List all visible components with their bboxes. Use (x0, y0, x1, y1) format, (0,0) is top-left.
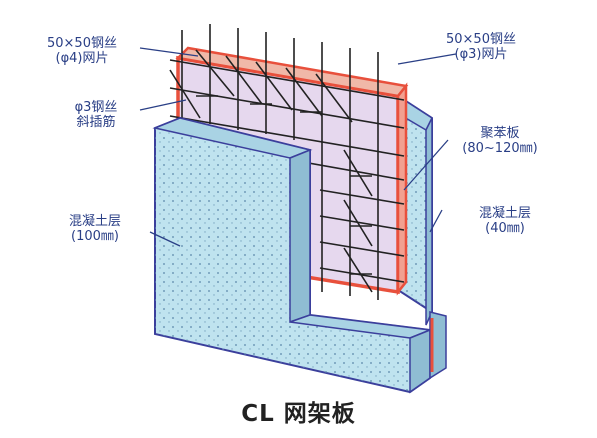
foam-line1: 聚苯板 (480, 126, 520, 141)
concrete-right-line2: (40㎜) (485, 221, 525, 236)
concrete-right-line1: 混凝土层 (478, 206, 531, 221)
mesh-left-label: 50×50钢丝 (φ4)网片 (22, 36, 142, 66)
diag-wire-label: φ3钢丝 斜插筋 (52, 100, 140, 130)
figure-caption: CL 网架板 (241, 401, 356, 427)
mesh-right-line1: 50×50钢丝 (446, 32, 516, 47)
concrete-left-label: 混凝土层 (100㎜) (40, 214, 150, 244)
concrete-left-line1: 混凝土层 (68, 214, 121, 229)
foam-line2: (80~120㎜) (462, 141, 538, 156)
concrete-right-label: 混凝土层 (40㎜) (450, 206, 560, 236)
mesh-left-line2: (φ4)网片 (55, 51, 109, 66)
mesh-right-label: 50×50钢丝 (φ3)网片 (416, 32, 546, 62)
bottom-layer-edge (429, 311, 447, 380)
diag-wire-line2: 斜插筋 (76, 115, 116, 130)
foam-label: 聚苯板 (80~120㎜) (440, 126, 560, 156)
mesh-left-line1: 50×50钢丝 (47, 36, 117, 51)
mesh-right-line2: (φ3)网片 (454, 47, 508, 62)
concrete-left-line2: (100㎜) (71, 229, 119, 244)
diag-wire-line1: φ3钢丝 (74, 100, 118, 115)
leader-lines (139, 47, 457, 247)
front-concrete-layer (152, 116, 431, 394)
steel-wire-mesh (169, 24, 405, 300)
